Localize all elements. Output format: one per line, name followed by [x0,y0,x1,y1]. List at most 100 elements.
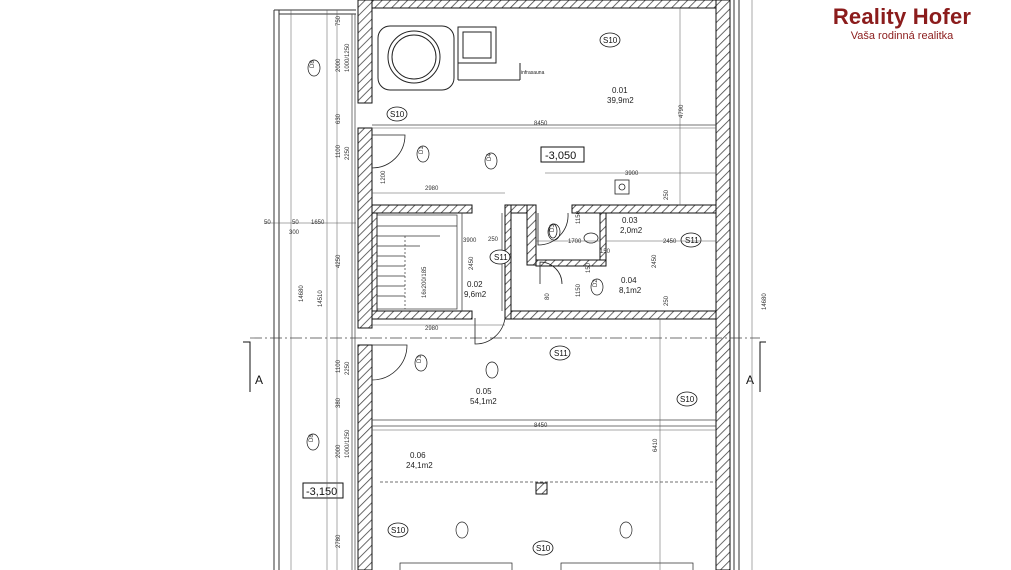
dim-1100-b: 1100 [336,359,342,373]
dim-3900-b: 3900 [463,238,477,244]
dim-1150-b: 1150 [576,283,582,297]
wall-top [357,0,731,9]
brand-name: Reality Hofer [832,4,972,29]
wall-tag: S11 [494,253,508,262]
room-area-0-03: 2,0m2 [620,226,643,235]
wall-wc-left [526,204,537,266]
wall-tag: S10 [390,110,405,119]
dim-1650: 1650 [311,220,325,226]
dim-2000-b: 2000 [336,444,342,458]
dim-3900-a: 3900 [625,171,639,177]
dim-8450-upper: 8450 [534,121,548,127]
dim-250-b: 250 [664,189,670,200]
wall-tag: S10 [680,395,695,404]
level-upper: -3,050 [545,150,576,162]
brand-tagline: Vaša rodinná realitka [850,30,954,42]
dim-6410: 6410 [653,438,659,452]
door-tag-3: D3 [550,224,556,232]
brand-logo[interactable]: Reality Hofer Vaša rodinná realitka [812,4,992,42]
room-area-0-06: 24,1m2 [406,461,433,470]
dim-630: 630 [336,113,342,124]
infrasauna-fixture [377,25,521,91]
wall-left-upper [357,0,373,104]
section-mark-right: A [746,373,754,387]
door-tags [306,59,604,451]
door-tag-2: D4 [487,153,493,161]
dim-2450-c: 2450 [652,254,658,268]
dim-2250-a: 2250 [345,146,351,160]
outer-boundary [273,0,740,570]
room-area-0-02: 9,6m2 [464,290,487,299]
dim-4250: 4250 [336,254,342,268]
dim-14680-right: 14680 [762,293,768,310]
ceiling-lights [399,521,694,570]
corridor-wall [351,14,356,570]
wall-left-b [357,344,373,570]
door-tag-6: D8 [310,60,316,68]
room-id-0-01: 0.01 [612,86,628,95]
dim-8450-lower: 8450 [534,423,548,429]
wall-tag: S11 [685,236,699,245]
dim-1000-a: 1000/1250 [345,43,351,72]
dim-750: 750 [336,15,342,26]
dim-1200: 1200 [381,170,387,184]
wall-tag: S10 [603,36,618,45]
wall-mid-bot [371,310,473,320]
dim-250-a: 250 [488,237,499,243]
room-id-0-06: 0.06 [410,451,426,460]
wall-stair [371,212,378,314]
wall-tag: S10 [391,526,406,535]
level-lower: -3,150 [306,486,337,498]
room-area-0-05: 54,1m2 [470,397,497,406]
dim-300: 300 [289,230,300,236]
wall-tag: S11 [554,349,568,358]
dim-2980-upper: 2980 [425,186,439,192]
section-arrows [243,341,766,392]
wall-left-a [357,127,373,329]
dim-1150-a: 1150 [576,210,582,224]
dim-150-b: 150 [586,262,592,273]
room-id-0-02: 0.02 [467,280,483,289]
dim-50-b: 50 [292,220,299,226]
dim-250-c: 250 [664,295,670,306]
section-mark-left: A [255,373,263,387]
dim-1000-b: 1000/1250 [345,429,351,458]
dim-150-a: 150 [600,249,611,255]
dim-14510: 14510 [318,290,324,307]
door-tag-5: D1 [417,355,423,363]
door-tag-4: D2 [593,279,599,287]
dim-2000-a: 2000 [336,58,342,72]
wall-tag-shapes [386,32,702,556]
stair-fixture [376,214,458,310]
room-area-0-04: 8,1m2 [619,286,642,295]
room-id-0-03: 0.03 [622,216,638,225]
dim-1100-a: 1100 [336,144,342,158]
stair-label: 16x200/185 [422,266,428,298]
dim-2980-lower: 2980 [425,326,439,332]
room-id-0-04: 0.04 [621,276,637,285]
dim-1700: 1700 [568,239,582,245]
level-box-lower [302,482,344,499]
dim-14680-left: 14680 [299,285,305,302]
dim-380: 380 [336,397,342,408]
dim-2250-b: 2250 [345,361,351,375]
dim-2450-a: 2450 [663,239,677,245]
room-id-0-05: 0.05 [476,387,492,396]
structural-walls [357,0,731,570]
wall-mid-bot2 [509,310,717,320]
sauna-label: infrasauna [521,70,545,76]
dim-50-a: 50 [264,220,271,226]
door-tag-1: D1 [419,146,425,154]
door-tag-7: D8 [309,434,315,442]
column [535,482,548,495]
dim-4790: 4790 [679,104,685,118]
wall-tag: S10 [536,544,551,553]
dim-2780: 2780 [336,534,342,548]
level-box-upper [540,146,585,163]
room-area-0-01: 39,9m2 [607,96,634,105]
dim-2450-b: 2450 [469,256,475,270]
wall-mid-top3 [571,204,717,214]
dimension-lines [264,0,753,570]
wall-mid-top [371,204,473,214]
